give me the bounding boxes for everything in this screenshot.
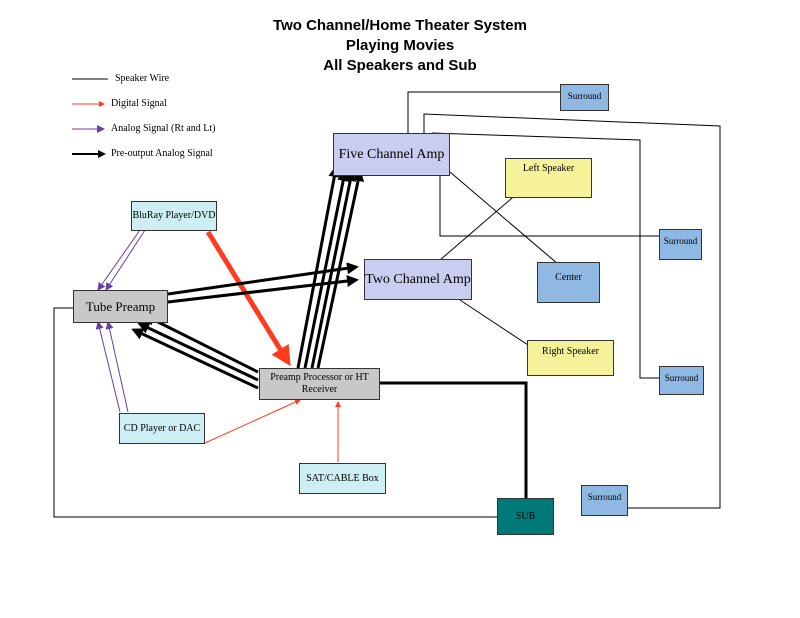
bluray-player: BluRay Player/DVD xyxy=(131,201,217,231)
speaker-wires xyxy=(53,91,721,518)
left-speaker: Left Speaker xyxy=(505,158,592,198)
legend-analog-label: Analog Signal (Rt and Lt) xyxy=(111,123,216,134)
title-line-3: All Speakers and Sub xyxy=(323,57,477,74)
subwoofer: SUB xyxy=(497,498,554,535)
legend-digital-label: Digital Signal xyxy=(111,98,167,109)
five-channel-amp: Five Channel Amp xyxy=(333,133,450,176)
preamp-processor: Preamp Processor or HT Receiver xyxy=(259,368,380,400)
sat-cable-box: SAT/CABLE Box xyxy=(299,463,386,494)
title-line-2: Playing Movies xyxy=(345,37,455,54)
center-speaker: Center xyxy=(537,262,600,303)
legend-preout-label: Pre-output Analog Signal xyxy=(111,148,213,159)
surround-speaker-3: Surround xyxy=(659,366,704,395)
preout-signal-lines xyxy=(131,165,528,498)
digital-signal-lines xyxy=(204,230,341,462)
analog-signal-lines xyxy=(95,229,146,413)
tube-preamp: Tube Preamp xyxy=(73,290,168,323)
surround-speaker-1: Surround xyxy=(560,84,609,111)
legend-speaker-wire-label: Speaker Wire xyxy=(115,73,170,84)
surround-speaker-4: Surround xyxy=(581,485,628,516)
right-speaker: Right Speaker xyxy=(527,340,614,376)
cd-player: CD Player or DAC xyxy=(119,413,205,444)
surround-speaker-2: Surround xyxy=(659,229,702,260)
two-channel-amp: Two Channel Amp xyxy=(364,259,472,300)
title-line-1: Two Channel/Home Theater System xyxy=(273,17,527,34)
diagram-title: Two Channel/Home Theater System Playing … xyxy=(0,16,800,76)
